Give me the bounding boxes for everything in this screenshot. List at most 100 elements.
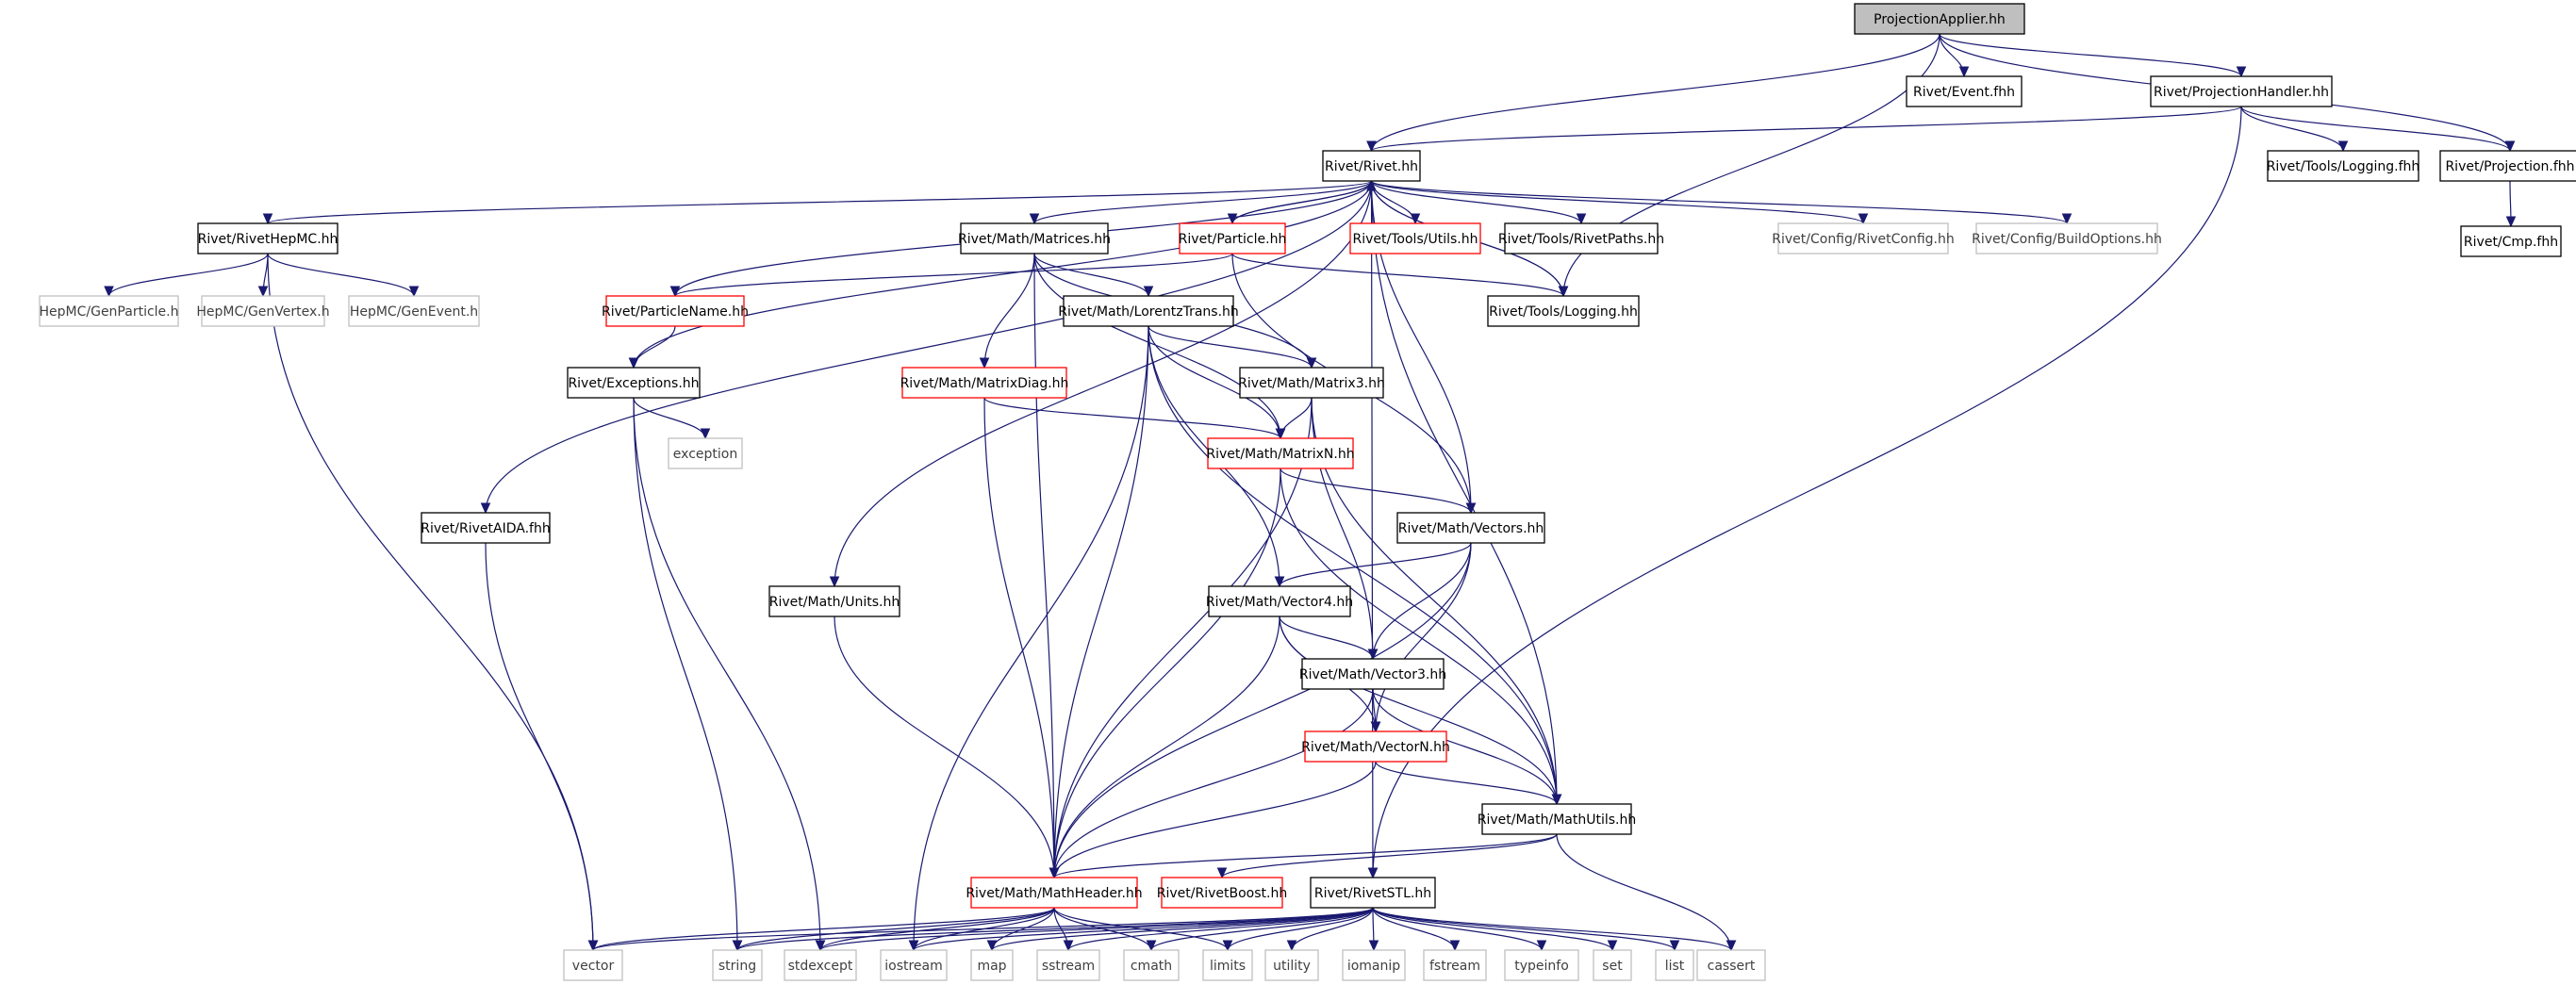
node-rivethh[interactable]: Rivet/Rivet.hh: [1322, 150, 1421, 182]
edge-rivethepmc-to-genparticle: [104, 253, 269, 298]
node-label: string: [718, 959, 756, 974]
edge-rivetstl-to-vector: [587, 907, 1374, 952]
edge-exceptions-to-stdexcept: [633, 397, 826, 952]
edge-rivethh-to-toolsutils: [1370, 180, 1421, 225]
node-box: [1264, 949, 1319, 981]
edge-projfhh-to-cmpfhh: [2505, 180, 2517, 228]
node-label: Rivet/RivetBoost.hh: [1157, 886, 1287, 901]
node-exception: exception: [668, 437, 743, 469]
node-box: [1487, 295, 1640, 327]
node-label: Rivet/Math/LorentzTrans.hh: [1058, 304, 1239, 320]
node-particle[interactable]: Rivet/Particle.hh: [1179, 222, 1287, 254]
node-box: [1036, 949, 1100, 981]
node-box: [880, 949, 948, 981]
edge-particle-to-particlename: [669, 253, 1233, 298]
node-label: Rivet/Math/VectorN.hh: [1301, 740, 1450, 755]
node-label: HepMC/GenParticle.h: [40, 304, 179, 320]
node-label: Rivet/RivetSTL.hh: [1314, 886, 1431, 901]
node-label: HepMC/GenVertex.h: [196, 304, 329, 320]
edge-rivethh-to-exceptions: [628, 180, 1373, 369]
node-rivetstl[interactable]: Rivet/RivetSTL.hh: [1310, 877, 1436, 909]
node-box: [1655, 949, 1694, 981]
node-box: [1123, 949, 1180, 981]
edge-lorentz-to-matrix3: [1148, 325, 1317, 369]
edge-matrixdiag-to-matrixn: [983, 397, 1286, 440]
edge-mathutils-to-rivetboost: [1216, 833, 1558, 879]
node-projhandler[interactable]: Rivet/ProjectionHandler.hh: [2150, 75, 2333, 107]
node-rivethepmc[interactable]: Rivet/RivetHepMC.hh: [197, 222, 339, 254]
node-box: [1481, 803, 1632, 835]
node-box: [39, 295, 179, 327]
node-cmpfhh[interactable]: Rivet/Cmp.fhh: [2460, 225, 2562, 257]
node-particlename[interactable]: Rivet/ParticleName.hh: [602, 295, 749, 327]
node-units[interactable]: Rivet/Math/Units.hh: [768, 585, 900, 617]
node-rivetconfig: Rivet/Config/RivetConfig.hh: [1772, 222, 1955, 254]
node-rivetpaths[interactable]: Rivet/Tools/RivetPaths.hh: [1498, 222, 1664, 254]
node-lorentz[interactable]: Rivet/Math/LorentzTrans.hh: [1058, 295, 1239, 327]
node-label: Rivet/Config/RivetConfig.hh: [1772, 232, 1954, 247]
node-rivetaida[interactable]: Rivet/RivetAIDA.fhh: [421, 512, 551, 544]
node-box: [567, 367, 701, 399]
node-label: Rivet/Math/MathHeader.hh: [966, 886, 1142, 901]
edge-rivethh-to-rivetconfig: [1370, 180, 1869, 225]
node-root[interactable]: ProjectionApplier.hh: [1854, 3, 2025, 35]
edge-exceptions-to-exception: [633, 397, 711, 440]
node-box: [1504, 222, 1659, 254]
node-list: list: [1655, 949, 1694, 981]
node-box: [197, 222, 339, 254]
node-toolslogging[interactable]: Rivet/Tools/Logging.hh: [1487, 295, 1640, 327]
node-vectors[interactable]: Rivet/Math/Vectors.hh: [1396, 512, 1545, 544]
node-toolslogfhh[interactable]: Rivet/Tools/Logging.fhh: [2267, 150, 2420, 182]
node-label: Rivet/Event.fhh: [1913, 85, 2015, 100]
node-label: sstream: [1042, 959, 1095, 974]
node-label: cassert: [1708, 959, 1756, 974]
edge-rivethh-to-buildopts: [1370, 180, 2072, 225]
edge-rivetstl-to-iostream: [908, 907, 1374, 952]
edge-rivethepmc-to-genevent: [267, 253, 420, 298]
edge-root-to-projhandler: [1939, 33, 2247, 78]
node-map: map: [970, 949, 1014, 981]
node-matrixn[interactable]: Rivet/Math/MatrixN.hh: [1206, 437, 1355, 469]
node-projfhh[interactable]: Rivet/Projection.fhh: [2439, 150, 2576, 182]
edge-matrix3-to-vector3: [1311, 397, 1379, 661]
node-exceptions[interactable]: Rivet/Exceptions.hh: [567, 367, 701, 399]
edge-mathutils-to-cassert: [1556, 833, 1737, 952]
edge-rivetstl-to-stdexcept: [815, 907, 1374, 952]
node-rivetboost[interactable]: Rivet/RivetBoost.hh: [1157, 877, 1287, 909]
node-label: Rivet/Cmp.fhh: [2464, 235, 2558, 250]
node-vector3[interactable]: Rivet/Math/Vector3.hh: [1299, 658, 1446, 690]
node-sstream: sstream: [1036, 949, 1100, 981]
node-box: [1696, 949, 1766, 981]
node-label: Rivet/Projection.fhh: [2445, 159, 2574, 174]
node-box: [1423, 949, 1487, 981]
node-buildopts: Rivet/Config/BuildOptions.hh: [1972, 222, 2162, 254]
edge-particlename-to-exceptions: [628, 325, 676, 369]
node-eventfhh[interactable]: Rivet/Event.fhh: [1906, 75, 2023, 107]
node-box: [563, 949, 623, 981]
edge-matrixn-to-vectors: [1280, 468, 1477, 515]
edge-rivetaida-to-vector: [485, 542, 599, 952]
node-label: Rivet/Math/MathUtils.hh: [1478, 813, 1637, 828]
node-toolsutils[interactable]: Rivet/Tools/Utils.hh: [1349, 222, 1481, 254]
node-matrixdiag[interactable]: Rivet/Math/MatrixDiag.hh: [900, 367, 1069, 399]
node-mathutils[interactable]: Rivet/Math/MathUtils.hh: [1478, 803, 1637, 835]
node-label: exception: [673, 447, 737, 462]
node-cmath: cmath: [1123, 949, 1180, 981]
node-box: [970, 949, 1014, 981]
node-label: Rivet/Tools/RivetPaths.hh: [1498, 232, 1664, 247]
node-box: [1975, 222, 2158, 254]
node-matrix3[interactable]: Rivet/Math/Matrix3.hh: [1238, 367, 1385, 399]
node-label: Rivet/Math/Vector4.hh: [1206, 595, 1353, 610]
node-vector: vector: [563, 949, 623, 981]
node-box: [1304, 731, 1447, 763]
node-vector4[interactable]: Rivet/Math/Vector4.hh: [1206, 585, 1353, 617]
node-vectorn[interactable]: Rivet/Math/VectorN.hh: [1301, 731, 1450, 763]
node-label: HepMC/GenEvent.h: [350, 304, 478, 320]
edge-rivetstl-to-limits: [1222, 907, 1374, 952]
node-matrices[interactable]: Rivet/Math/Matrices.hh: [958, 222, 1111, 254]
node-box: [768, 585, 900, 617]
node-box: [1854, 3, 2025, 35]
node-mathheader[interactable]: Rivet/Math/MathHeader.hh: [966, 877, 1143, 909]
node-box: [201, 295, 325, 327]
